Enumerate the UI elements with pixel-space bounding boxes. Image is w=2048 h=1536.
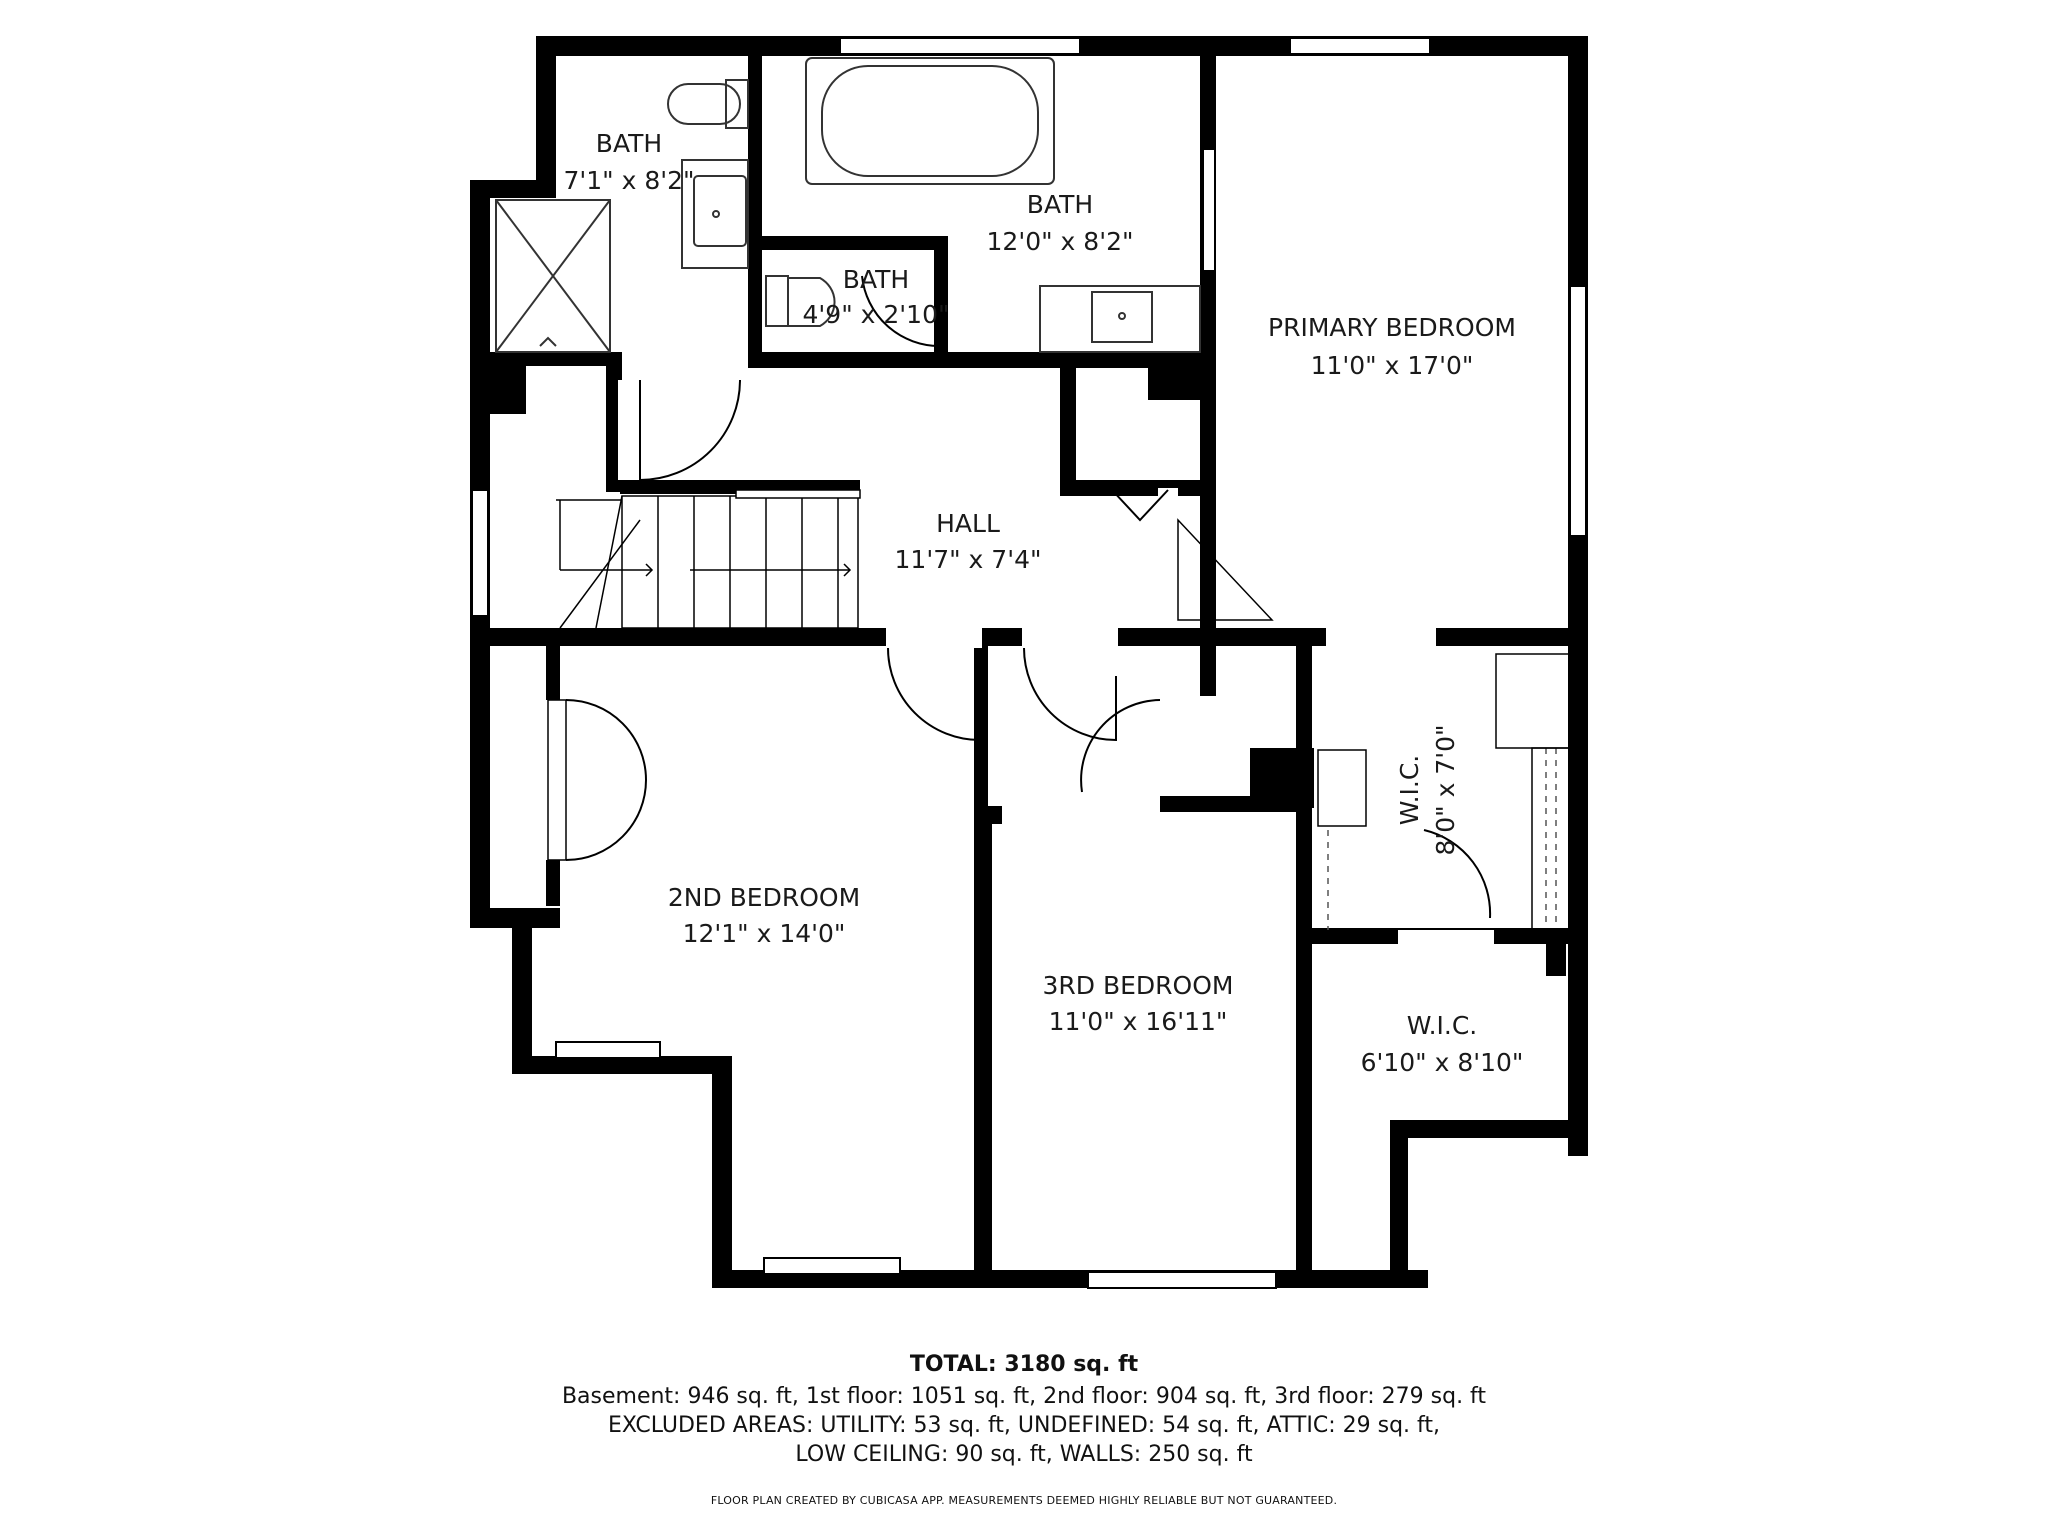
primary-bedroom-dims: 11'0" x 17'0" — [1311, 351, 1474, 380]
stairs — [556, 489, 861, 629]
excluded-areas: EXCLUDED AREAS: UTILITY: 53 sq. ft, UNDE… — [607, 1413, 1440, 1438]
disclaimer: FLOOR PLAN CREATED BY CUBICASA APP. MEAS… — [710, 1494, 1338, 1507]
wic-upper-name: W.I.C. — [1395, 755, 1424, 826]
windows — [471, 37, 1587, 1289]
closet-rods — [1327, 748, 1557, 930]
fixtures — [495, 57, 1201, 353]
floor-areas: Basement: 946 sq. ft, 1st floor: 1051 sq… — [561, 1384, 1487, 1409]
third-bedroom-name: 3RD BEDROOM — [1043, 971, 1234, 1000]
wic-upper-dims: 8'0" x 7'0" — [1431, 724, 1460, 855]
hall-dims: 11'7" x 7'4" — [895, 545, 1042, 574]
bath-small-dims: 4'9" x 2'10" — [803, 300, 950, 329]
third-bedroom-dims: 11'0" x 16'11" — [1049, 1007, 1228, 1036]
second-bedroom-dims: 12'1" x 14'0" — [683, 919, 846, 948]
bath-left-name: BATH — [596, 129, 662, 158]
closet-shelves — [547, 653, 1573, 931]
primary-bedroom-name: PRIMARY BEDROOM — [1268, 313, 1516, 342]
bath-main-name: BATH — [1027, 190, 1093, 219]
total-area: TOTAL: 3180 sq. ft — [909, 1352, 1139, 1377]
room-labels: BATH 7'1" x 8'2" BATH 12'0" x 8'2" BATH … — [563, 129, 1523, 1077]
exterior-walls — [470, 36, 1588, 1288]
second-bedroom-name: 2ND BEDROOM — [668, 883, 860, 912]
bath-small-name: BATH — [843, 265, 909, 294]
door-swings — [565, 275, 1492, 919]
wic-lower-name: W.I.C. — [1407, 1011, 1478, 1040]
hall-name: HALL — [936, 509, 1000, 538]
wic-lower-dims: 6'10" x 8'10" — [1361, 1048, 1524, 1077]
bath-main-dims: 12'0" x 8'2" — [987, 227, 1134, 256]
excluded-areas-cont: LOW CEILING: 90 sq. ft, WALLS: 250 sq. f… — [795, 1442, 1253, 1467]
bath-left-dims: 7'1" x 8'2" — [563, 166, 694, 195]
